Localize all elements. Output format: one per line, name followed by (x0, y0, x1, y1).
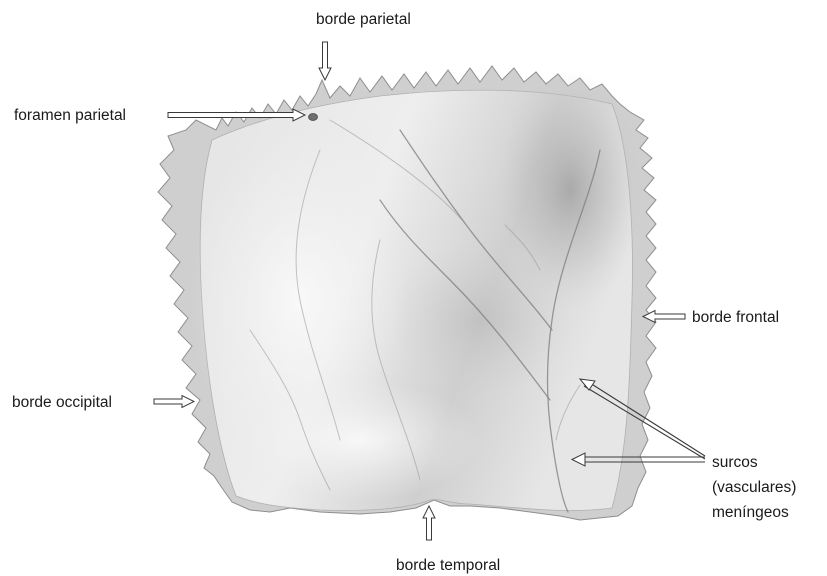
label-meningeal-grooves-1: surcos (712, 454, 758, 471)
arrow-temporal-border (423, 506, 435, 540)
bone-shading-mid (390, 240, 570, 400)
arrow-parietal-border (319, 42, 331, 80)
parietal-foramen-hole (309, 114, 318, 121)
label-meningeal-grooves-2: (vasculares) (712, 479, 796, 496)
bone-shading-light-lower (240, 380, 480, 500)
label-temporal-border: borde temporal (396, 557, 500, 574)
label-parietal-border: borde parietal (316, 11, 411, 28)
label-occipital-border: borde occipital (12, 394, 112, 411)
label-meningeal-grooves-3: meníngeos (712, 504, 789, 521)
label-frontal-border: borde frontal (692, 309, 779, 326)
parietal-bone (158, 66, 656, 520)
label-parietal-foramen: foramen parietal (14, 107, 126, 124)
arrow-occipital-border (154, 396, 194, 408)
